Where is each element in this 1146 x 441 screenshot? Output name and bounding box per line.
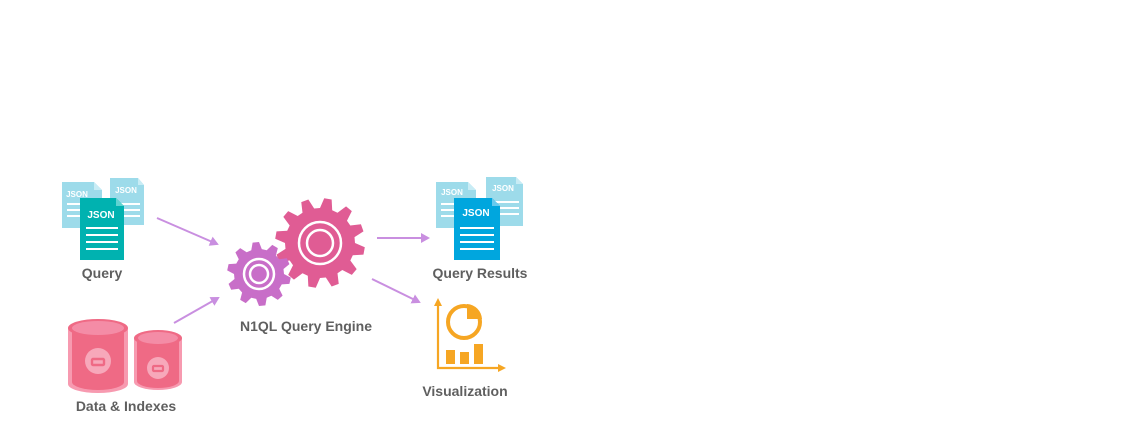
data-indexes-label: Data & Indexes [75,398,177,414]
json-tag: JSON [462,208,489,219]
arrow-query-to-engine [156,217,219,246]
bar-chart-icon [446,344,483,364]
arrow-engine-to-visualization [371,278,421,304]
visualization-chart-icon [430,294,506,376]
json-tag: JSON [66,190,88,199]
json-doc-icon-front: JSON [454,198,500,260]
database-icon-large [68,319,128,393]
data-indexes-db-icons [64,316,188,394]
database-icon-small [134,330,182,390]
json-tag: JSON [492,184,514,193]
pie-chart-icon [446,304,482,340]
json-tag: JSON [87,210,114,221]
visualization-label: Visualization [422,383,508,399]
engine-gears [224,196,370,308]
gear-icon-small [227,242,291,306]
json-tag: JSON [441,188,463,197]
results-json-docs: JSON JSON JSON [434,176,526,264]
query-json-docs: JSON JSON JSON [58,176,148,264]
arrow-data-to-engine [173,297,220,324]
gear-icon-large [275,198,365,288]
json-tag: JSON [115,186,137,195]
results-label: Query Results [432,265,528,281]
query-label: Query [81,265,123,281]
engine-label: N1QL Query Engine [240,318,372,334]
json-doc-icon-front: JSON [80,198,124,260]
